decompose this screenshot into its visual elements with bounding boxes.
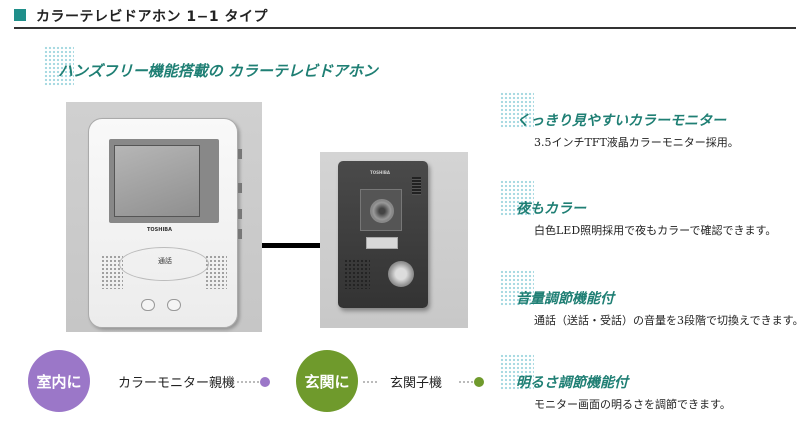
feature-title-volume: 音量調節機能付 [516,291,614,307]
monitor-brand-logo: TOSHIBA [147,227,172,233]
header-divider [14,27,796,29]
monitor-side-switch [238,149,242,159]
monitor-button-right [167,299,181,311]
feature-title-brightness: 明るさ調節機能付 [516,375,628,391]
door-camera-panel [360,189,402,231]
feature-desc-brightness: モニター画面の明るさを調節できます。 [534,398,731,411]
entrance-badge: 玄関に [296,350,358,412]
main-heading: ハンズフリー機能搭載の カラーテレビドアホン [58,62,378,80]
page-header: カラーテレビドアホン 1−1 タイプ [14,6,796,29]
led-light-panel [366,237,398,249]
indoor-label: カラーモニター親機 [118,376,236,391]
decorative-dots [500,270,534,306]
call-button-icon [388,261,414,287]
feature-desc-volume: 通話（送話・受話）の音量を3段階で切換えできます。 [534,314,804,327]
monitor-side-switch [238,209,242,219]
decorative-dots [500,92,534,128]
entrance-door-station: TOSHIBA [338,161,428,308]
feature-title-monitor: くっきり見やすいカラーモニター [516,113,726,129]
monitor-talk-arc [119,247,209,281]
header-square-icon [14,9,26,21]
feature-desc-monitor: 3.5インチTFT液晶カラーモニター採用。 [534,136,739,149]
entrance-dotted-line [458,381,478,383]
indoor-badge: 室内に [28,350,90,412]
monitor-screen [114,145,200,217]
page-title: カラーテレビドアホン 1−1 タイプ [36,9,268,25]
feature-desc-night: 白色LED照明採用で夜もカラーで確認できます。 [534,224,777,237]
monitor-talk-label: 通話 [158,257,172,265]
monitor-side-switch [238,229,242,239]
color-monitor-unit: TOSHIBA 通話 [88,118,242,328]
monitor-bezel [109,139,219,223]
wire-connector [262,243,320,248]
camera-lens-icon [370,199,394,223]
monitor-button-left [141,299,155,311]
entrance-label: 玄関子機 [390,376,443,391]
entrance-dotted-line-left [362,381,378,383]
entrance-end-dot [474,377,484,387]
decorative-dots [44,46,74,86]
door-speaker [344,259,370,289]
door-brand-logo: TOSHIBA [370,170,390,175]
monitor-side-switch [238,183,242,193]
monitor-speaker-left [101,255,123,289]
monitor-speaker-right [205,255,227,289]
feature-title-night: 夜もカラー [516,201,586,217]
indoor-end-dot [260,377,270,387]
indoor-dotted-line [236,381,264,383]
decorative-dots [500,180,534,216]
door-grille [412,177,421,195]
decorative-dots [500,354,534,390]
